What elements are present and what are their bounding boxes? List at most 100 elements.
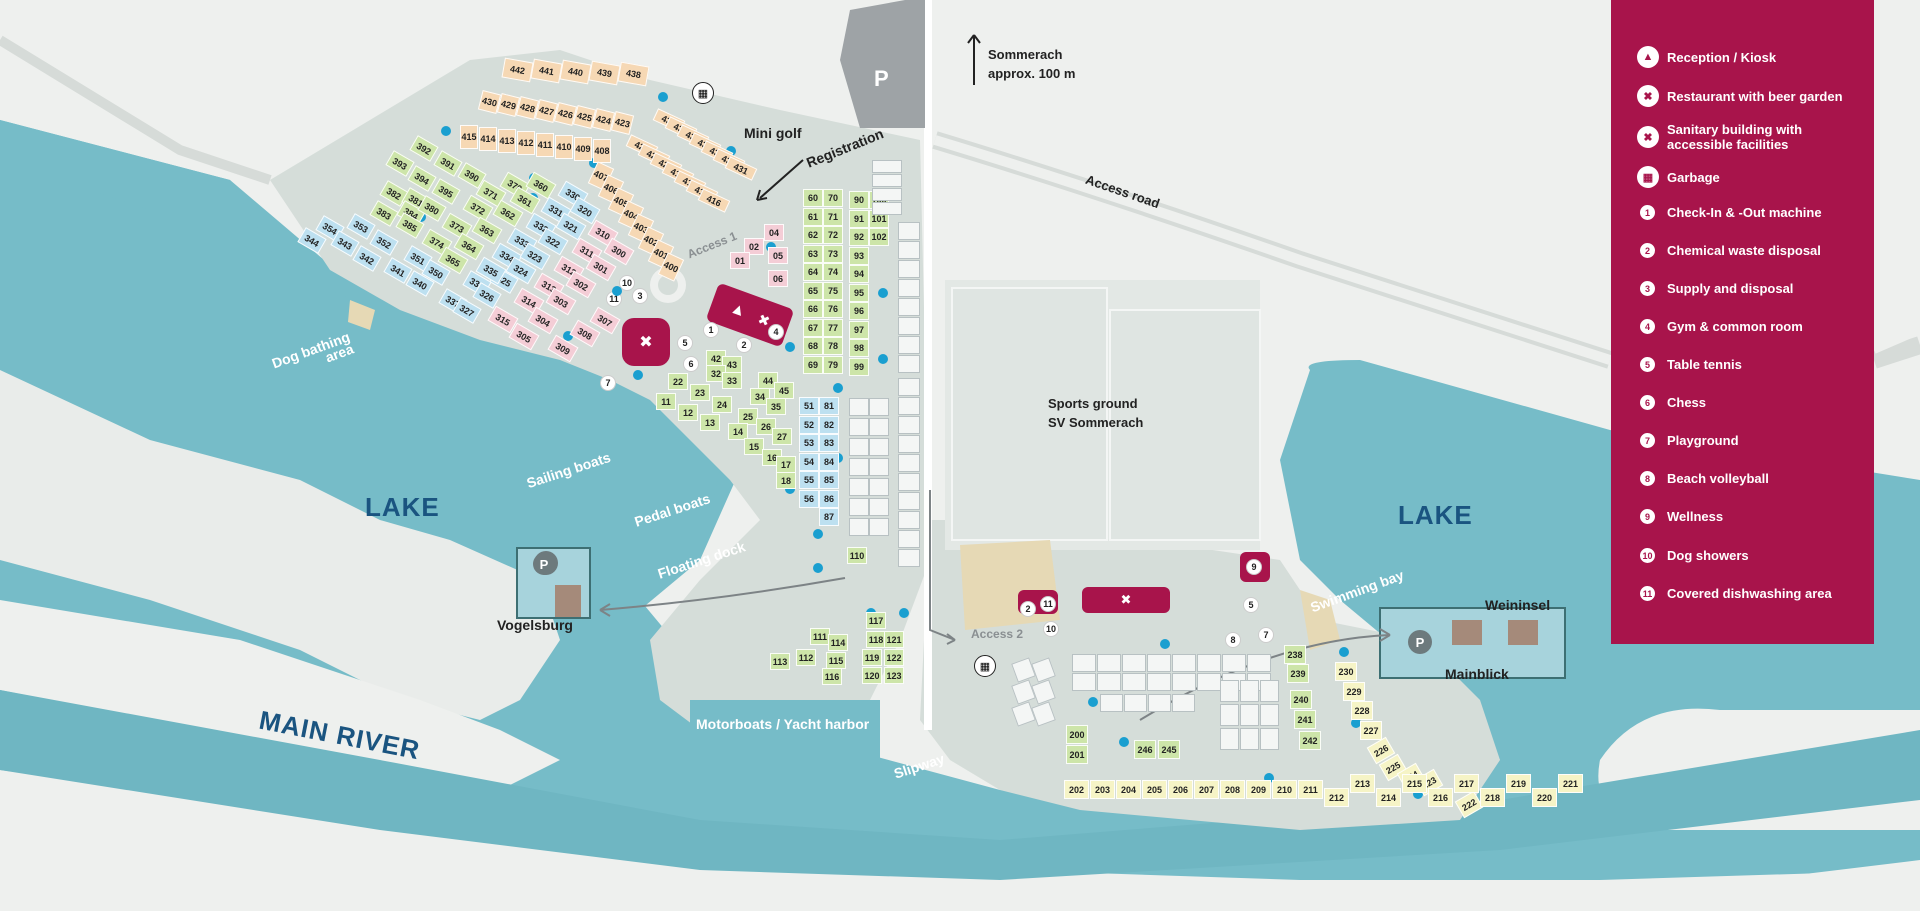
pitch[interactable]: 61 <box>803 207 823 226</box>
pitch[interactable]: 112 <box>796 649 816 666</box>
pitch[interactable] <box>1260 680 1279 702</box>
pitch[interactable] <box>872 202 902 215</box>
pitch[interactable]: 415 <box>460 125 478 149</box>
pitch[interactable] <box>1124 694 1147 712</box>
pitch[interactable]: 411 <box>536 133 554 157</box>
pitch[interactable]: 113 <box>770 653 790 670</box>
pitch[interactable] <box>1172 654 1196 672</box>
pitch[interactable]: 77 <box>823 318 843 337</box>
pitch[interactable]: 78 <box>823 337 843 355</box>
pitch[interactable]: 05 <box>768 247 788 264</box>
pitch[interactable]: 26 <box>756 418 776 435</box>
pitch[interactable] <box>1240 728 1259 750</box>
pitch[interactable] <box>1222 654 1246 672</box>
pitch[interactable] <box>898 222 920 240</box>
pitch[interactable]: 120 <box>862 667 882 684</box>
pitch[interactable]: 440 <box>559 59 592 85</box>
pitch[interactable]: 97 <box>849 320 869 339</box>
pitch[interactable] <box>1220 704 1239 726</box>
pitch[interactable] <box>898 473 920 491</box>
pitch[interactable]: 214 <box>1376 788 1401 807</box>
pitch[interactable]: 17 <box>776 456 796 473</box>
pitch[interactable]: 216 <box>1428 788 1453 807</box>
pitch[interactable] <box>898 317 920 335</box>
pitch[interactable]: 246 <box>1134 740 1156 759</box>
pitch[interactable] <box>898 549 920 567</box>
pitch[interactable] <box>898 511 920 529</box>
pitch[interactable] <box>849 418 869 436</box>
pitch[interactable]: 305 <box>508 322 540 351</box>
pitch[interactable] <box>898 435 920 453</box>
pitch[interactable]: 24 <box>712 396 732 413</box>
pitch[interactable]: 62 <box>803 226 823 244</box>
pitch[interactable] <box>872 174 902 187</box>
pitch[interactable]: 60 <box>803 189 823 207</box>
pitch[interactable] <box>1031 701 1056 727</box>
pitch[interactable]: 303 <box>545 287 577 316</box>
pitch[interactable]: 91 <box>849 209 869 228</box>
pitch[interactable] <box>869 398 889 416</box>
pitch[interactable]: 383 <box>369 200 399 227</box>
pitch[interactable] <box>1011 701 1036 727</box>
pitch[interactable] <box>898 241 920 259</box>
pitch[interactable] <box>1147 673 1171 691</box>
pitch[interactable]: 242 <box>1299 731 1321 750</box>
pitch[interactable]: 413 <box>498 129 516 153</box>
pitch[interactable] <box>1147 654 1171 672</box>
pitch[interactable]: 81 <box>819 397 839 415</box>
pitch[interactable]: 221 <box>1558 774 1583 793</box>
pitch[interactable]: 408 <box>593 139 611 163</box>
pitch[interactable]: 18 <box>776 472 796 489</box>
pitch[interactable] <box>898 492 920 510</box>
pitch[interactable]: 79 <box>823 355 843 374</box>
pitch[interactable] <box>898 260 920 278</box>
pitch[interactable]: 64 <box>803 263 823 281</box>
pitch[interactable]: 94 <box>849 265 869 283</box>
pitch[interactable] <box>1247 654 1271 672</box>
pitch[interactable]: 438 <box>617 61 650 87</box>
pitch[interactable]: 72 <box>823 226 843 244</box>
pitch[interactable]: 02 <box>744 238 764 255</box>
pitch[interactable]: 82 <box>819 415 839 434</box>
pitch[interactable]: 06 <box>768 270 788 287</box>
pitch[interactable] <box>872 160 902 173</box>
pitch[interactable]: 63 <box>803 244 823 263</box>
pitch[interactable]: 85 <box>819 471 839 489</box>
pitch[interactable]: 35 <box>766 398 786 415</box>
pitch[interactable]: 220 <box>1532 788 1557 807</box>
pitch[interactable] <box>1097 673 1121 691</box>
pitch[interactable]: 201 <box>1066 745 1088 764</box>
pitch[interactable] <box>849 498 869 516</box>
pitch[interactable]: 11 <box>656 393 676 410</box>
pitch[interactable] <box>869 458 889 476</box>
pitch[interactable] <box>1260 704 1279 726</box>
pitch[interactable]: 110 <box>847 547 867 564</box>
pitch[interactable]: 54 <box>799 452 819 471</box>
pitch[interactable] <box>898 378 920 396</box>
pitch[interactable] <box>1172 694 1195 712</box>
pitch[interactable] <box>1122 673 1146 691</box>
pitch[interactable]: 123 <box>884 667 904 684</box>
pitch[interactable]: 205 <box>1142 780 1167 799</box>
pitch[interactable]: 33 <box>722 372 742 389</box>
pitch[interactable]: 200 <box>1066 725 1088 744</box>
pitch[interactable]: 119 <box>862 649 882 666</box>
pitch[interactable]: 74 <box>823 263 843 281</box>
pitch[interactable]: 84 <box>819 452 839 471</box>
pitch[interactable] <box>898 279 920 297</box>
pitch[interactable]: 93 <box>849 246 869 265</box>
pitch[interactable]: 92 <box>849 228 869 246</box>
pitch[interactable] <box>1072 673 1096 691</box>
pitch[interactable]: 245 <box>1158 740 1180 759</box>
pitch[interactable] <box>1197 673 1221 691</box>
pitch[interactable]: 55 <box>799 471 819 489</box>
pitch[interactable] <box>1240 680 1259 702</box>
pitch[interactable]: 219 <box>1506 774 1531 793</box>
pitch[interactable]: 206 <box>1168 780 1193 799</box>
pitch[interactable]: 114 <box>828 634 848 651</box>
pitch[interactable]: 239 <box>1287 664 1309 683</box>
pitch[interactable]: 14 <box>728 423 748 440</box>
pitch[interactable]: 204 <box>1116 780 1141 799</box>
pitch[interactable] <box>1172 673 1196 691</box>
pitch[interactable]: 73 <box>823 244 843 263</box>
